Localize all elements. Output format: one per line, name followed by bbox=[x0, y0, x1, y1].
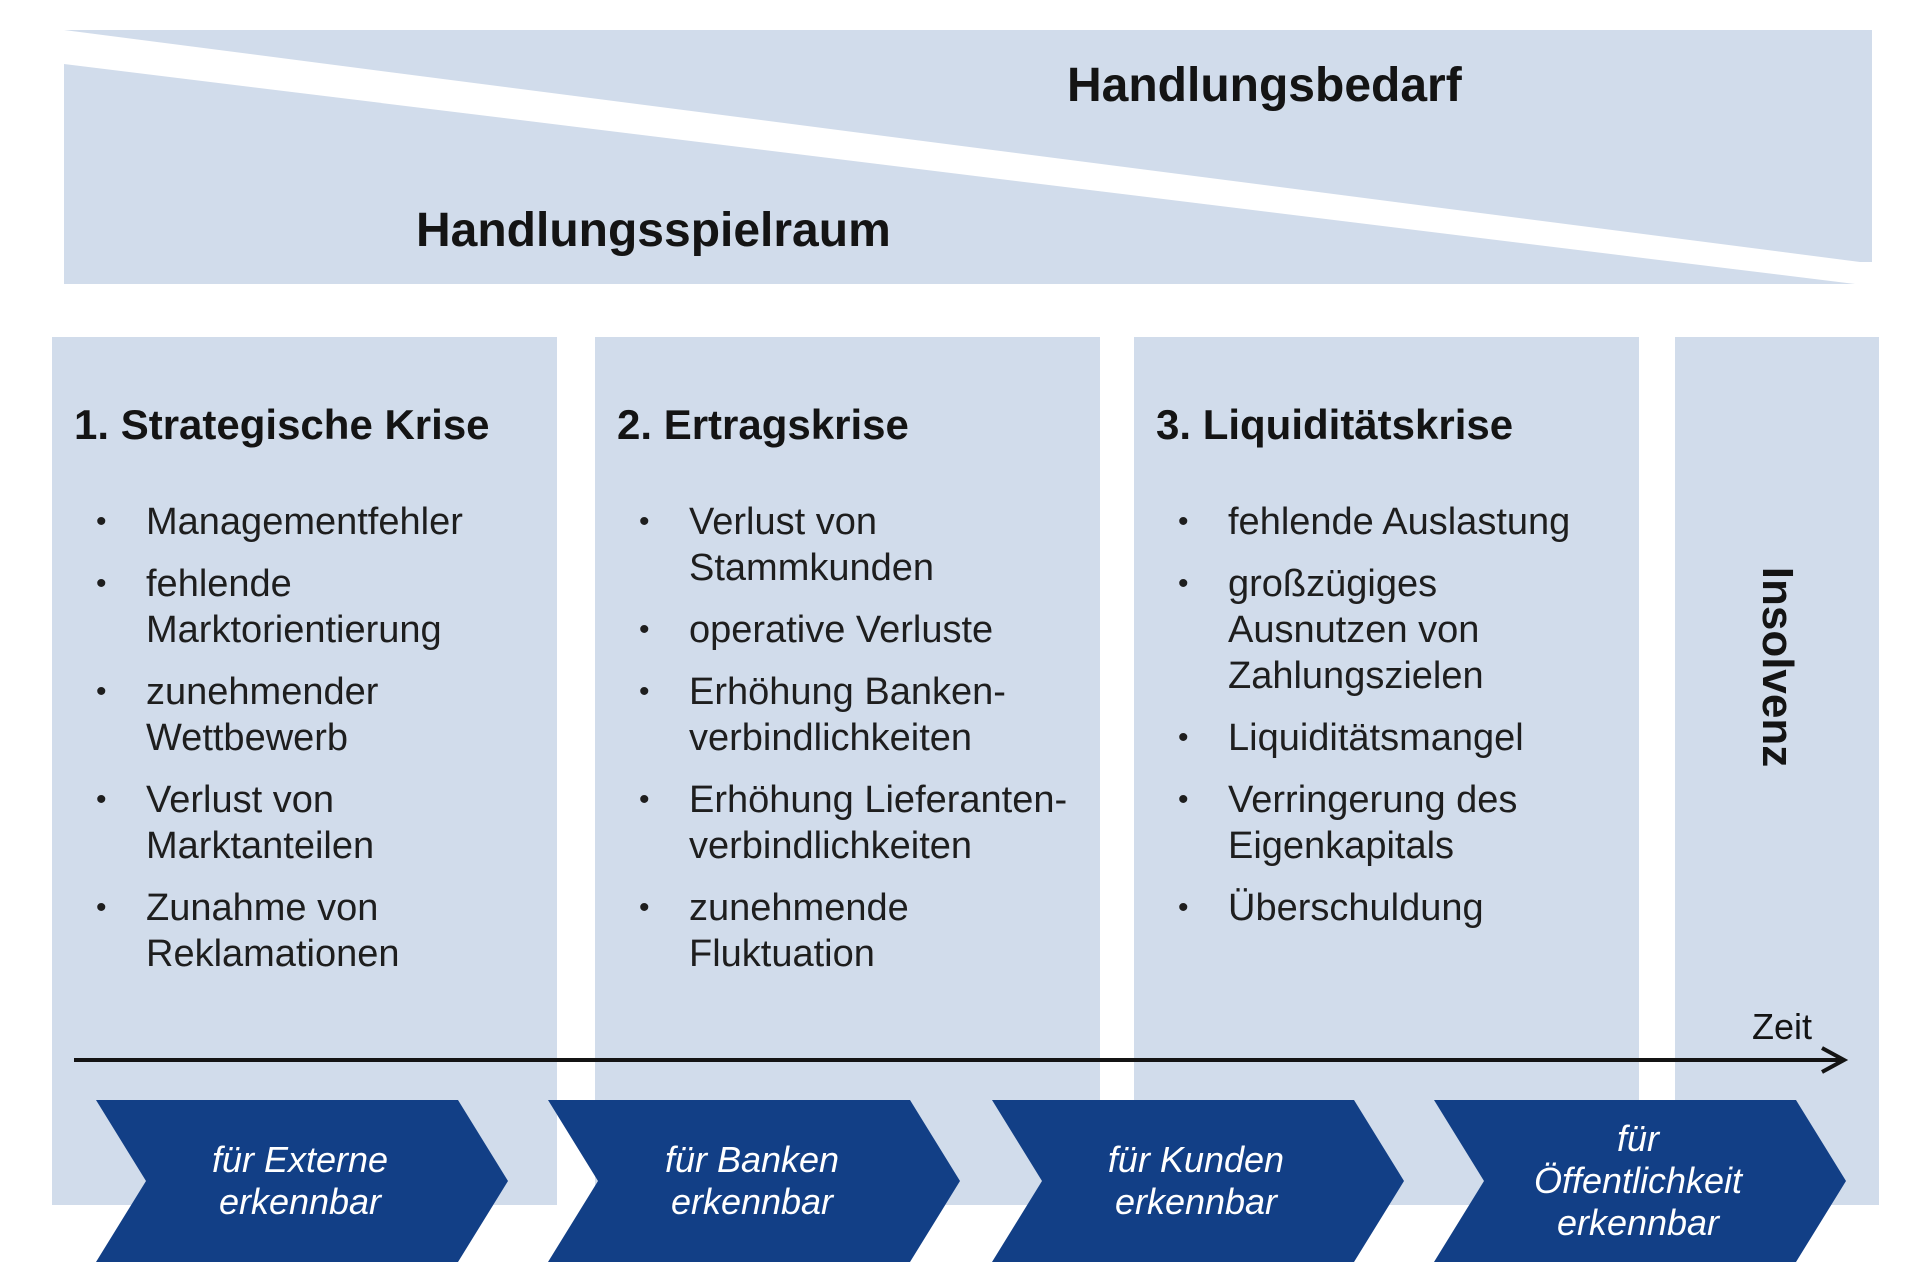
column-title: 1. Strategische Krise bbox=[74, 401, 490, 448]
chevron-line: für bbox=[1616, 1118, 1659, 1159]
handlungsspielraum-label: Handlungsspielraum bbox=[416, 204, 891, 257]
list-item: Erhöhung Banken-verbindlichkeiten bbox=[631, 669, 1039, 761]
chevron-externe bbox=[96, 1100, 508, 1262]
list-item: operative Verluste bbox=[631, 607, 1091, 653]
item-list: Managementfehler fehlende Marktorientier… bbox=[88, 499, 548, 993]
chevron-externe-label: für Externe erkennbar bbox=[120, 1139, 480, 1223]
chevron-kunden-label: für Kunden erkennbar bbox=[1016, 1139, 1376, 1223]
list-item: großzügiges Ausnutzen von Zahlungszielen bbox=[1170, 561, 1518, 699]
zeit-label: Zeit bbox=[1752, 1006, 1813, 1047]
column-title: 2. Ertragskrise bbox=[617, 401, 909, 448]
chevron-oeffentlichkeit-label: für Öffentlichkeit erkennbar bbox=[1458, 1118, 1818, 1244]
list-item: Liquiditätsmangel bbox=[1170, 715, 1630, 761]
handlungsspielraum-wedge bbox=[64, 64, 1855, 284]
handlungsbedarf-label: Handlungsbedarf bbox=[1067, 59, 1462, 112]
list-item: fehlende Auslastung bbox=[1170, 499, 1630, 545]
column-strategische-krise: 1. Strategische Krise Managementfehler f… bbox=[52, 337, 557, 1205]
chevron-line: erkennbar bbox=[1114, 1181, 1278, 1222]
list-item: Verlust von Marktanteilen bbox=[88, 777, 446, 869]
list-item: zunehmende Fluktuation bbox=[631, 885, 989, 977]
chevron-kunden bbox=[992, 1100, 1404, 1262]
chevron-line: Öffentlichkeit bbox=[1533, 1160, 1743, 1201]
chevron-banken-label: für Banken erkennbar bbox=[572, 1139, 932, 1223]
list-item: Erhöhung Lieferanten-verbindlichkeiten bbox=[631, 777, 1079, 869]
list-item: Zunahme von Reklamationen bbox=[88, 885, 446, 977]
chevron-line: für Externe bbox=[211, 1139, 389, 1180]
list-item: Managementfehler bbox=[88, 499, 548, 545]
handlungsbedarf-wedge bbox=[64, 30, 1872, 262]
chevron-oeffentlichkeit bbox=[1434, 1100, 1846, 1262]
chevron-line: erkennbar bbox=[1556, 1202, 1720, 1243]
chevron-line: für Banken bbox=[664, 1139, 840, 1180]
item-list: Verlust von Stammkunden operative Verlus… bbox=[631, 499, 1091, 993]
list-item: Verringerung des Eigenkapitals bbox=[1170, 777, 1548, 869]
list-item: fehlende Marktorientierung bbox=[88, 561, 446, 653]
item-list: fehlende Auslastung großzügiges Ausnutze… bbox=[1170, 499, 1630, 947]
chevron-banken bbox=[548, 1100, 960, 1262]
chevron-line: erkennbar bbox=[218, 1181, 382, 1222]
chevron-line: für Kunden bbox=[1107, 1139, 1285, 1180]
list-item: Überschuldung bbox=[1170, 885, 1630, 931]
chevron-line: erkennbar bbox=[670, 1181, 834, 1222]
list-item: zunehmender Wettbewerb bbox=[88, 669, 446, 761]
list-item: Verlust von Stammkunden bbox=[631, 499, 989, 591]
top-band bbox=[64, 30, 1872, 284]
column-title: 3. Liquiditätskrise bbox=[1156, 401, 1514, 448]
